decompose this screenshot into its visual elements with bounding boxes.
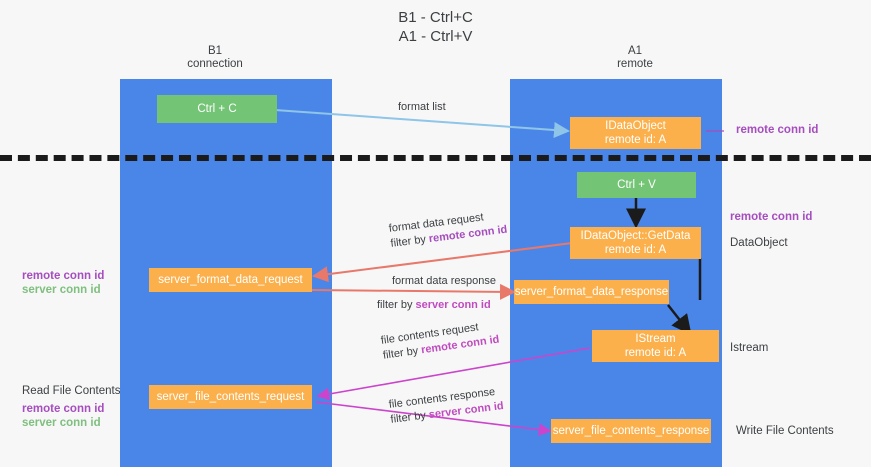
annotation-left-remote-conn-id-mid: remote conn id — [22, 270, 105, 282]
box-server-format-data-response: server_format_data_response — [514, 280, 669, 304]
lane-header-a1-name: A1 — [627, 45, 643, 57]
box-idataobject-remote: IDataObject remote id: A — [570, 117, 701, 149]
page-title-line-1: B1 - Ctrl+C — [398, 9, 473, 26]
annotation-istream: Istream — [730, 342, 769, 354]
box-idataobject-getdata: IDataObject::GetData remote id: A — [570, 227, 701, 259]
label-filter-prefix-1: filter by — [389, 233, 430, 250]
box-getdata-line-2: remote id: A — [604, 244, 667, 256]
annotation-write-file-contents: Write File Contents — [736, 425, 834, 437]
annotation-data-object: DataObject — [730, 237, 788, 249]
label-group-file-contents-response: file contents response filter by server … — [388, 384, 505, 428]
box-getdata-line-1: IDataObject::GetData — [580, 230, 691, 242]
annotation-read-file-contents: Read File Contents — [22, 385, 121, 397]
arrow-format-data-response — [311, 283, 516, 300]
box-server-file-contents-request: server_file_contents_request — [149, 385, 312, 409]
label-filter-tag-2: server conn id — [415, 299, 491, 311]
lane-header-b1-name: B1 — [207, 45, 223, 57]
label-filter-prefix-4: filter by — [389, 409, 430, 426]
box-server-file-contents-response: server_file_contents_response — [551, 419, 711, 443]
label-group-format-data-request: format data request filter by remote con… — [388, 208, 508, 252]
box-istream-line-1: IStream — [635, 333, 676, 345]
box-ctrl-c: Ctrl + C — [157, 95, 277, 123]
label-filter-prefix-3: filter by — [382, 344, 423, 362]
label-format-list: format list — [398, 101, 446, 113]
box-idataobject-line-2: remote id: A — [604, 134, 667, 146]
lane-header-b1: B1 connection — [135, 45, 295, 71]
box-idataobject-line-1: IDataObject — [605, 120, 666, 132]
annotation-left-remote-conn-id-bottom: remote conn id — [22, 403, 105, 415]
box-ctrl-v: Ctrl + V — [577, 172, 696, 198]
annotation-remote-conn-id-top: remote conn id — [736, 124, 819, 136]
label-format-data-response-filter: filter by server conn id — [377, 298, 491, 313]
annotation-left-server-conn-id-mid: server conn id — [22, 284, 101, 296]
annotation-left-server-conn-id-bottom: server conn id — [22, 417, 101, 429]
phase-divider — [0, 155, 871, 161]
box-istream-line-2: remote id: A — [624, 347, 687, 359]
box-server-format-data-request: server_format_data_request — [149, 268, 312, 292]
page-title-line-2: A1 - Ctrl+V — [398, 28, 473, 45]
lane-header-a1: A1 remote — [555, 45, 715, 71]
annotation-remote-conn-id-mid: remote conn id — [730, 211, 813, 223]
page-title: B1 - Ctrl+C A1 - Ctrl+V — [0, 8, 871, 46]
box-istream: IStream remote id: A — [592, 330, 719, 362]
label-filter-prefix-2: filter by — [377, 299, 416, 311]
lane-header-a1-role: remote — [617, 58, 653, 70]
label-group-file-contents-request: file contents request filter by remote c… — [380, 318, 500, 364]
label-format-data-response: format data response — [392, 275, 496, 287]
lane-header-b1-role: connection — [187, 58, 243, 70]
